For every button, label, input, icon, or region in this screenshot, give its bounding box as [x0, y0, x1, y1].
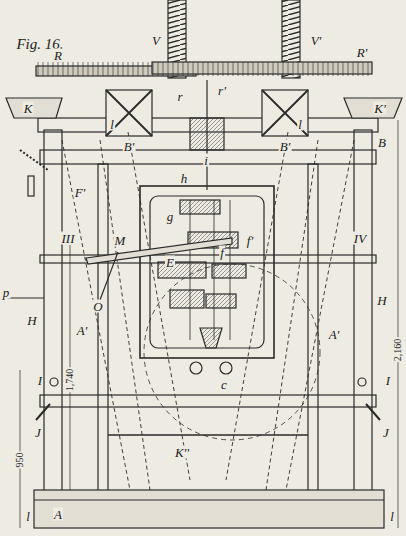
cross-beam — [40, 395, 376, 407]
part-letter: K — [23, 102, 34, 115]
post — [308, 164, 318, 492]
part-letter: l — [389, 510, 395, 523]
part-letter: E — [165, 256, 175, 269]
part-letter: f — [219, 246, 225, 259]
part-letter: B — [377, 136, 387, 149]
part-letter: M — [114, 234, 127, 247]
part-letter: I — [385, 374, 391, 387]
part-letter: IV — [353, 232, 367, 245]
part-letter: III — [61, 232, 76, 245]
post — [44, 130, 62, 492]
part-letter: K' — [373, 102, 386, 115]
hopper — [344, 98, 402, 118]
part-letter: l — [109, 118, 115, 131]
bearing-box — [106, 90, 152, 136]
bevel-gear — [200, 328, 222, 348]
part-letter: I — [37, 374, 43, 387]
post — [354, 130, 372, 492]
part-letter: V' — [310, 34, 323, 47]
part-letter: H — [376, 294, 387, 307]
part-letter: A' — [76, 324, 89, 337]
part-letter: r — [176, 90, 183, 103]
dimension: 2,160 — [393, 338, 403, 363]
part-letter: R' — [356, 46, 369, 59]
part-letter: r' — [217, 84, 227, 97]
part-letter: V — [151, 34, 161, 47]
part-letter: f' — [246, 234, 254, 247]
part-letter: i — [203, 154, 209, 167]
base — [34, 490, 384, 528]
part-letter: K'' — [174, 446, 190, 459]
dimension: 1,740 — [65, 368, 75, 393]
part-letter: h — [180, 172, 189, 185]
part-letter: A' — [328, 328, 341, 341]
bearing-box — [262, 90, 308, 136]
part-letter: O — [92, 300, 103, 313]
part-letter: g — [166, 210, 175, 223]
part-letter: R — [53, 49, 63, 62]
part-letter: p — [2, 286, 11, 299]
part-letter: J — [382, 426, 390, 439]
part-letter: l — [25, 510, 31, 523]
post — [98, 164, 108, 492]
lever — [86, 238, 232, 264]
part-letter: H — [26, 314, 37, 327]
part-letter: F' — [74, 186, 87, 199]
part-letter: J — [34, 426, 42, 439]
part-letter: l — [297, 118, 303, 131]
gearbox-frame — [140, 186, 274, 358]
part-letter: B' — [279, 140, 292, 153]
hopper — [6, 98, 62, 118]
part-letter: c — [220, 378, 228, 391]
gear-wheel — [152, 62, 372, 74]
part-letter: A — [53, 508, 63, 521]
dimension: 950 — [15, 452, 25, 469]
part-letter: B' — [123, 140, 136, 153]
